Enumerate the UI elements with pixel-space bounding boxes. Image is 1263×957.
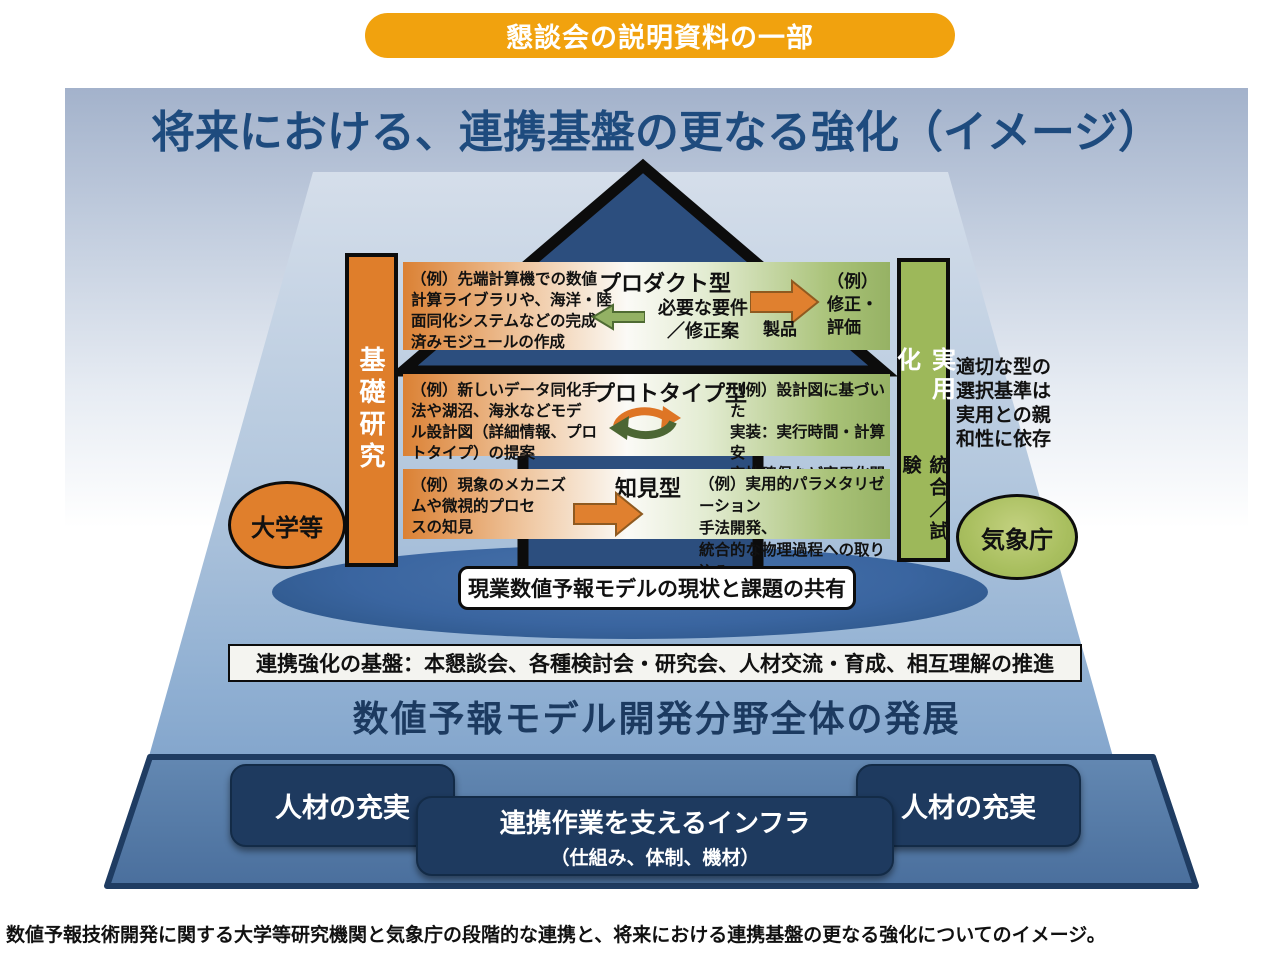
left-arrow-icon [591, 303, 645, 331]
basic-research-bar: 基礎研究 [345, 253, 398, 567]
basic-research-label: 基礎研究 [356, 346, 386, 474]
row-product-right-text: （例） 修正・ 評価 [827, 272, 878, 337]
row-knowledge-right-text: （例）実用的パラメタリゼーション 手法開発、 統合的な物理過程への取り込み [699, 476, 886, 581]
row-product-left-text: （例）先端計算機での数値 計算ライブラリや、海洋・陸 面同化システムなどの完成 … [411, 271, 613, 351]
hr-box-right-label: 人材の充実 [901, 793, 1036, 823]
foundation-box: 連携強化の基盤：本懇談会、各種検討会・研究会、人材交流・育成、相互理解の推進 [228, 644, 1082, 682]
header-banner: 懇談会の説明資料の一部 [365, 13, 955, 58]
row-product-title: プロダクト型 [599, 271, 732, 296]
jma-label: 気象庁 [981, 526, 1053, 554]
infra-box: 連携作業を支えるインフラ （仕組み、体制、機材） [416, 796, 894, 876]
row-product: （例）先端計算機での数値 計算ライブラリや、海洋・陸 面同化システムなどの完成 … [403, 262, 890, 351]
row-product-mid-text: 必要な要件 ／修正案 [658, 298, 748, 341]
page-title: 将来における、連携基盤の更なる強化（イメージ） [150, 108, 1163, 157]
practical-use-label: 実用化 [892, 347, 955, 405]
row-knowledge: （例）現象のメカニズ ムや微視的プロセ スの知見 知見型 （例）実用的パラメタリ… [403, 469, 890, 581]
right-arrow-icon [750, 279, 820, 325]
integration-test-label: 統合／試験 [899, 454, 948, 543]
right-arrow-icon [573, 491, 644, 537]
selection-note: 適切な型の 選択基準は 実用との親 和性に依存 [956, 357, 1052, 450]
cycle-icon [609, 406, 681, 440]
row-prototype-title: プロトタイプ型 [593, 381, 748, 406]
infra-sub: （仕組み、体制、機材） [550, 847, 760, 869]
share-box: 現業数値予報モデルの現状と課題の共有 [458, 566, 856, 610]
row-product-arrow-label: 製品 [763, 320, 797, 339]
development-headline: 数値予報モデル開発分野全体の発展 [352, 698, 961, 739]
practical-use-bar: 実用化 統合／試験 [893, 258, 955, 562]
hr-box-left-label: 人材の充実 [275, 793, 410, 823]
infra-title: 連携作業を支えるインフラ [499, 807, 811, 838]
row-prototype: （例）新しいデータ同化手 法や湖沼、海氷などモデ ル設計図（詳細情報、プロ トタ… [403, 374, 890, 504]
row-knowledge-title: 知見型 [615, 476, 682, 501]
universities-label: 大学等 [251, 514, 323, 542]
row-knowledge-left-text: （例）現象のメカニズ ムや微視的プロセ スの知見 [411, 477, 567, 536]
universities-oval: 大学等 [228, 481, 346, 569]
jma-oval: 気象庁 [956, 494, 1078, 580]
row-prototype-left-text: （例）新しいデータ同化手 法や湖沼、海氷などモデ ル設計図（詳細情報、プロ トタ… [411, 382, 598, 462]
caption: 数値予報技術開発に関する大学等研究機関と気象庁の段階的な連携と、将来における連携… [6, 925, 1106, 946]
